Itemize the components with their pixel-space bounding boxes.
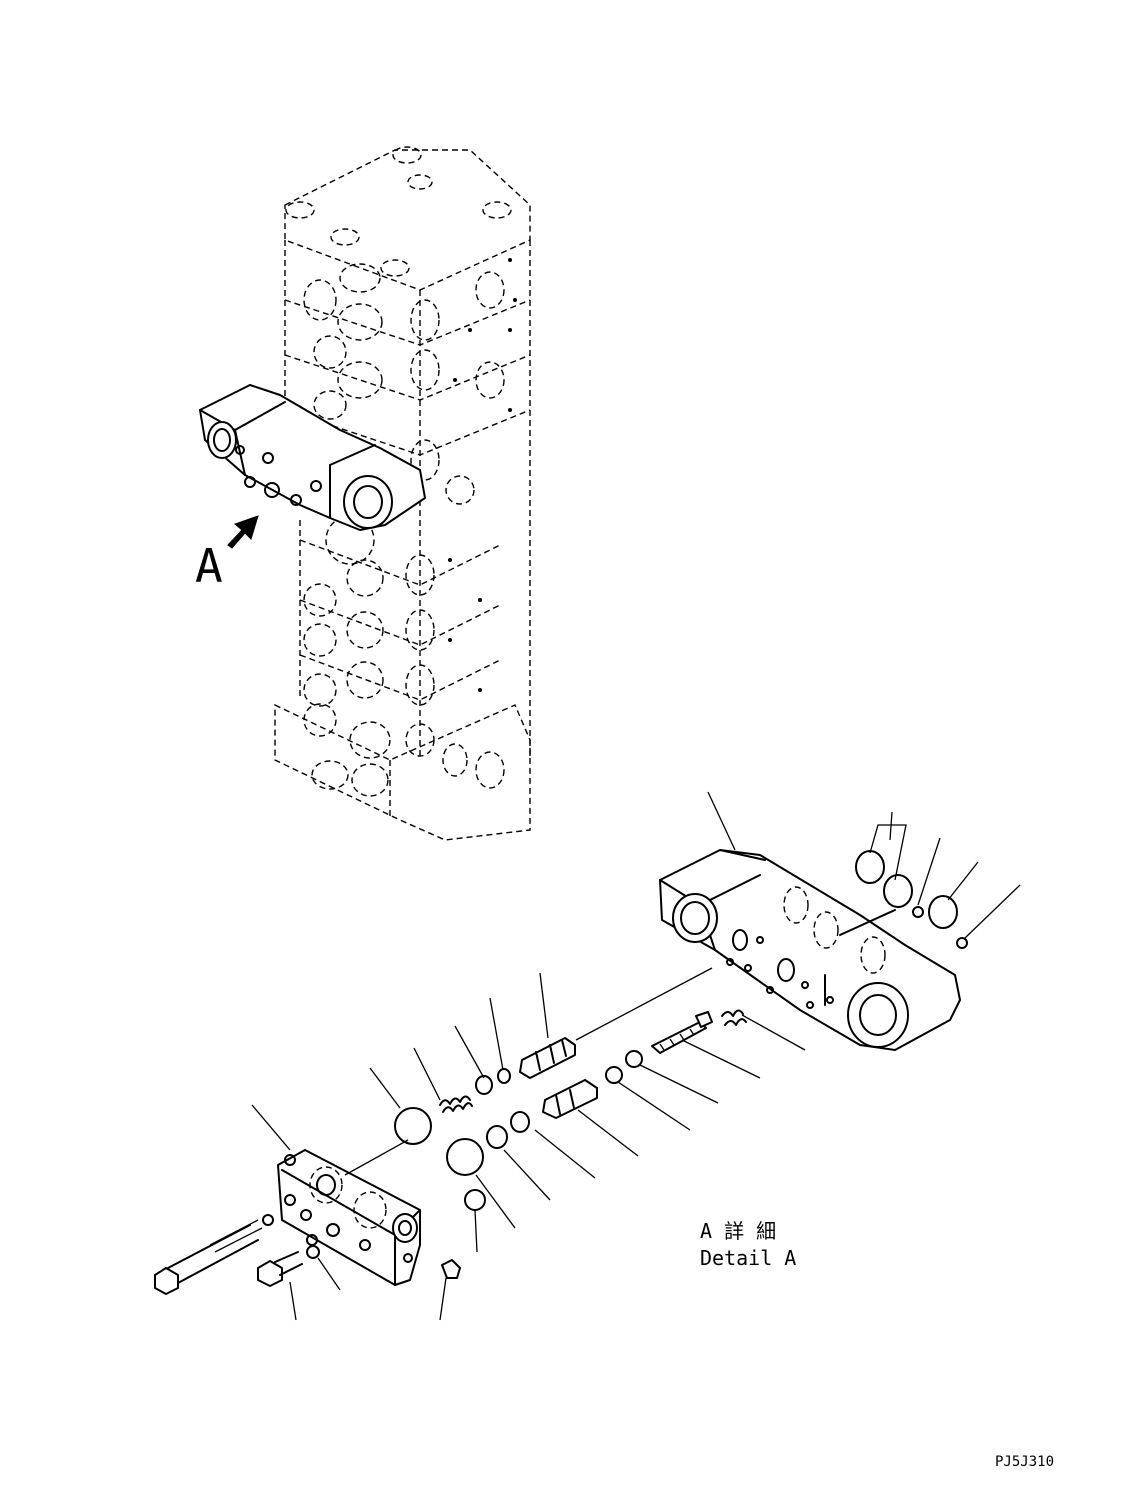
o-rings (394, 850, 968, 1211)
plug (441, 1259, 461, 1279)
springs (439, 1009, 747, 1113)
detail-cover-plate (277, 1149, 421, 1286)
detail-title-en: Detail A (700, 1246, 796, 1270)
highlighted-valve-block (199, 384, 426, 531)
callout-a: A (195, 515, 259, 593)
drawing-code: PJ5J310 (995, 1454, 1054, 1470)
detail-valve-body (659, 849, 961, 1051)
control-valve-assembly (274, 146, 531, 841)
leader-lines (251, 791, 1021, 1321)
valve-spool (519, 1037, 576, 1079)
short-bolt (257, 1245, 320, 1287)
valve-poppet (542, 1079, 598, 1119)
callout-letter: A (195, 539, 223, 593)
long-bolt (154, 1214, 274, 1295)
adjusting-screw (651, 1011, 713, 1054)
detail-title-jp: A 詳 細 (700, 1219, 776, 1243)
